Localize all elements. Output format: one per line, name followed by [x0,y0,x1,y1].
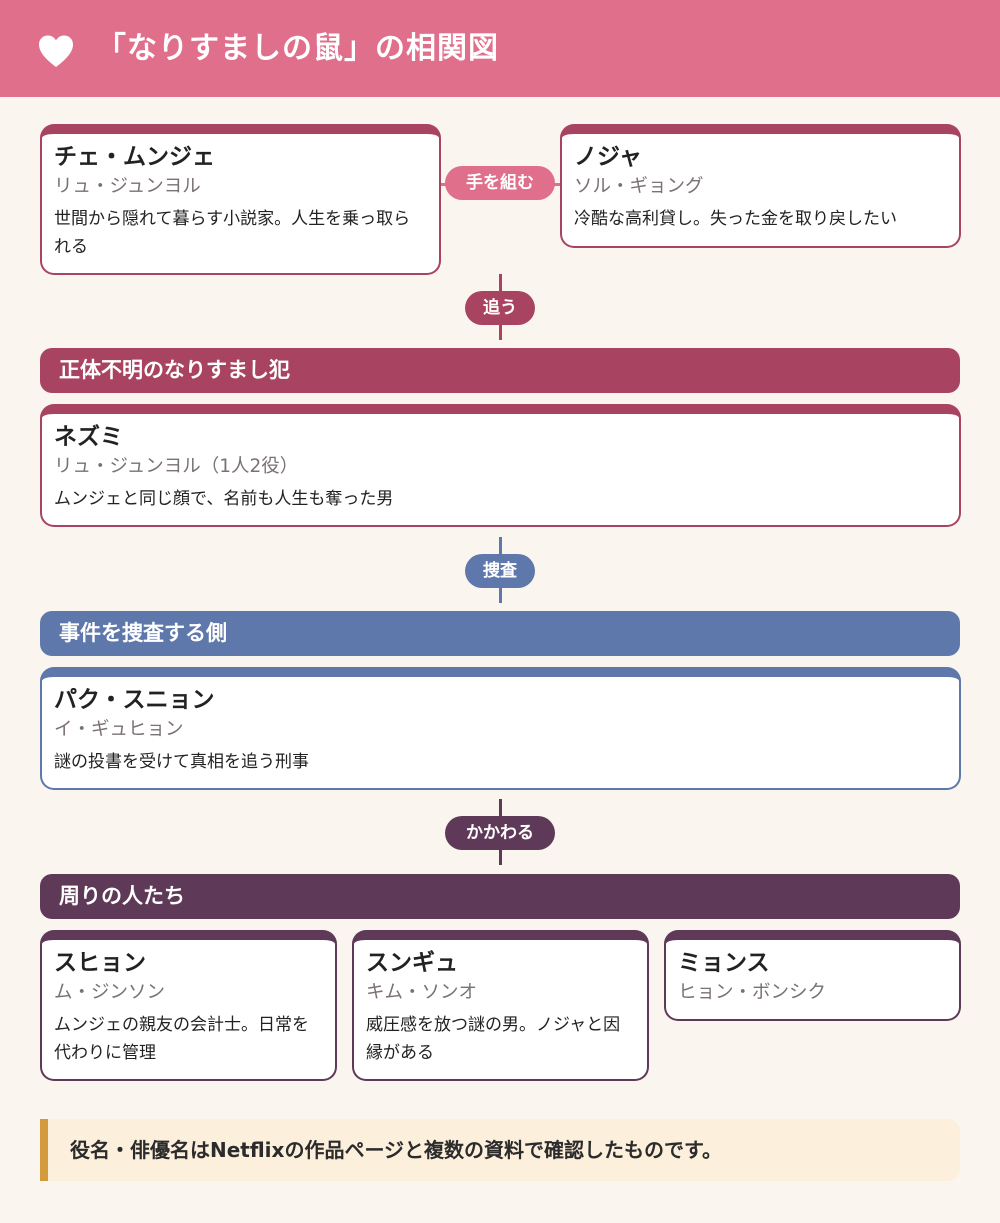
section-title-investigators: 事件を捜査する側 [40,611,960,656]
character-actor: ソル・ギョング [574,176,704,197]
header-bar: 「なりすましの鼠」の相関図 [0,0,1000,97]
character-card-suhyeon: スヒョン ム・ジンソン ムンジェの親友の会計士。日常を代わりに管理 [40,930,337,1081]
page-title: 「なりすましの鼠」の相関図 [96,31,499,66]
character-card-noja: ノジャ ソル・ギョング 冷酷な高利貸し。失った金を取り戻したい [560,124,961,248]
character-desc: ムンジェと同じ顔で、名前も人生も奪った男 [54,489,394,509]
character-role: スンギュ [366,950,458,976]
character-card-park-sunyoung: パク・スニョン イ・ギュヒョン 謎の投書を受けて真相を追う刑事 [40,667,961,790]
character-actor: イ・ギュヒョン [54,719,184,740]
character-desc: 謎の投書を受けて真相を追う刑事 [54,752,309,772]
connector-pill-chase: 追う [465,291,535,325]
character-desc: 世間から隠れて暮らす小説家。人生を乗っ取られる [54,209,411,257]
character-actor: リュ・ジュンヨル（1人2役） [54,456,299,477]
character-card-nezumi: ネズミ リュ・ジュンヨル（1人2役） ムンジェと同じ顔で、名前も人生も奪った男 [40,404,961,527]
character-role: スヒョン [54,950,146,976]
character-card-seungyu: スンギュ キム・ソンオ 威圧感を放つ謎の男。ノジャと因縁がある [352,930,649,1081]
character-desc: 冷酷な高利貸し。失った金を取り戻したい [574,209,897,229]
heart-icon [39,35,73,67]
character-actor: リュ・ジュンヨル [54,176,201,197]
character-card-myeongsu: ミョンス ヒョン・ボンシク [664,930,961,1021]
character-role: ミョンス [678,950,770,976]
connector-pill-investigate: 捜査 [465,554,535,588]
character-desc: ムンジェの親友の会計士。日常を代わりに管理 [54,1015,309,1063]
character-actor: キム・ソンオ [366,982,478,1003]
character-role: ネズミ [54,424,123,450]
connector-pill-involved: かかわる [445,816,555,850]
section-title-surroundings: 周りの人たち [40,874,960,919]
link-label-pill: 手を組む [445,166,555,200]
character-role: パク・スニョン [54,687,215,713]
source-note: 役名・俳優名はNetflixの作品ページと複数の資料で確認したものです。 [40,1119,960,1181]
character-role: ノジャ [574,144,642,170]
character-role: チェ・ムンジェ [54,144,215,170]
character-card-munjae: チェ・ムンジェ リュ・ジュンヨル 世間から隠れて暮らす小説家。人生を乗っ取られる [40,124,441,275]
character-actor: ム・ジンソン [54,982,166,1003]
character-actor: ヒョン・ボンシク [678,982,827,1003]
character-desc: 威圧感を放つ謎の男。ノジャと因縁がある [366,1015,621,1063]
section-title-impostor: 正体不明のなりすまし犯 [40,348,960,393]
